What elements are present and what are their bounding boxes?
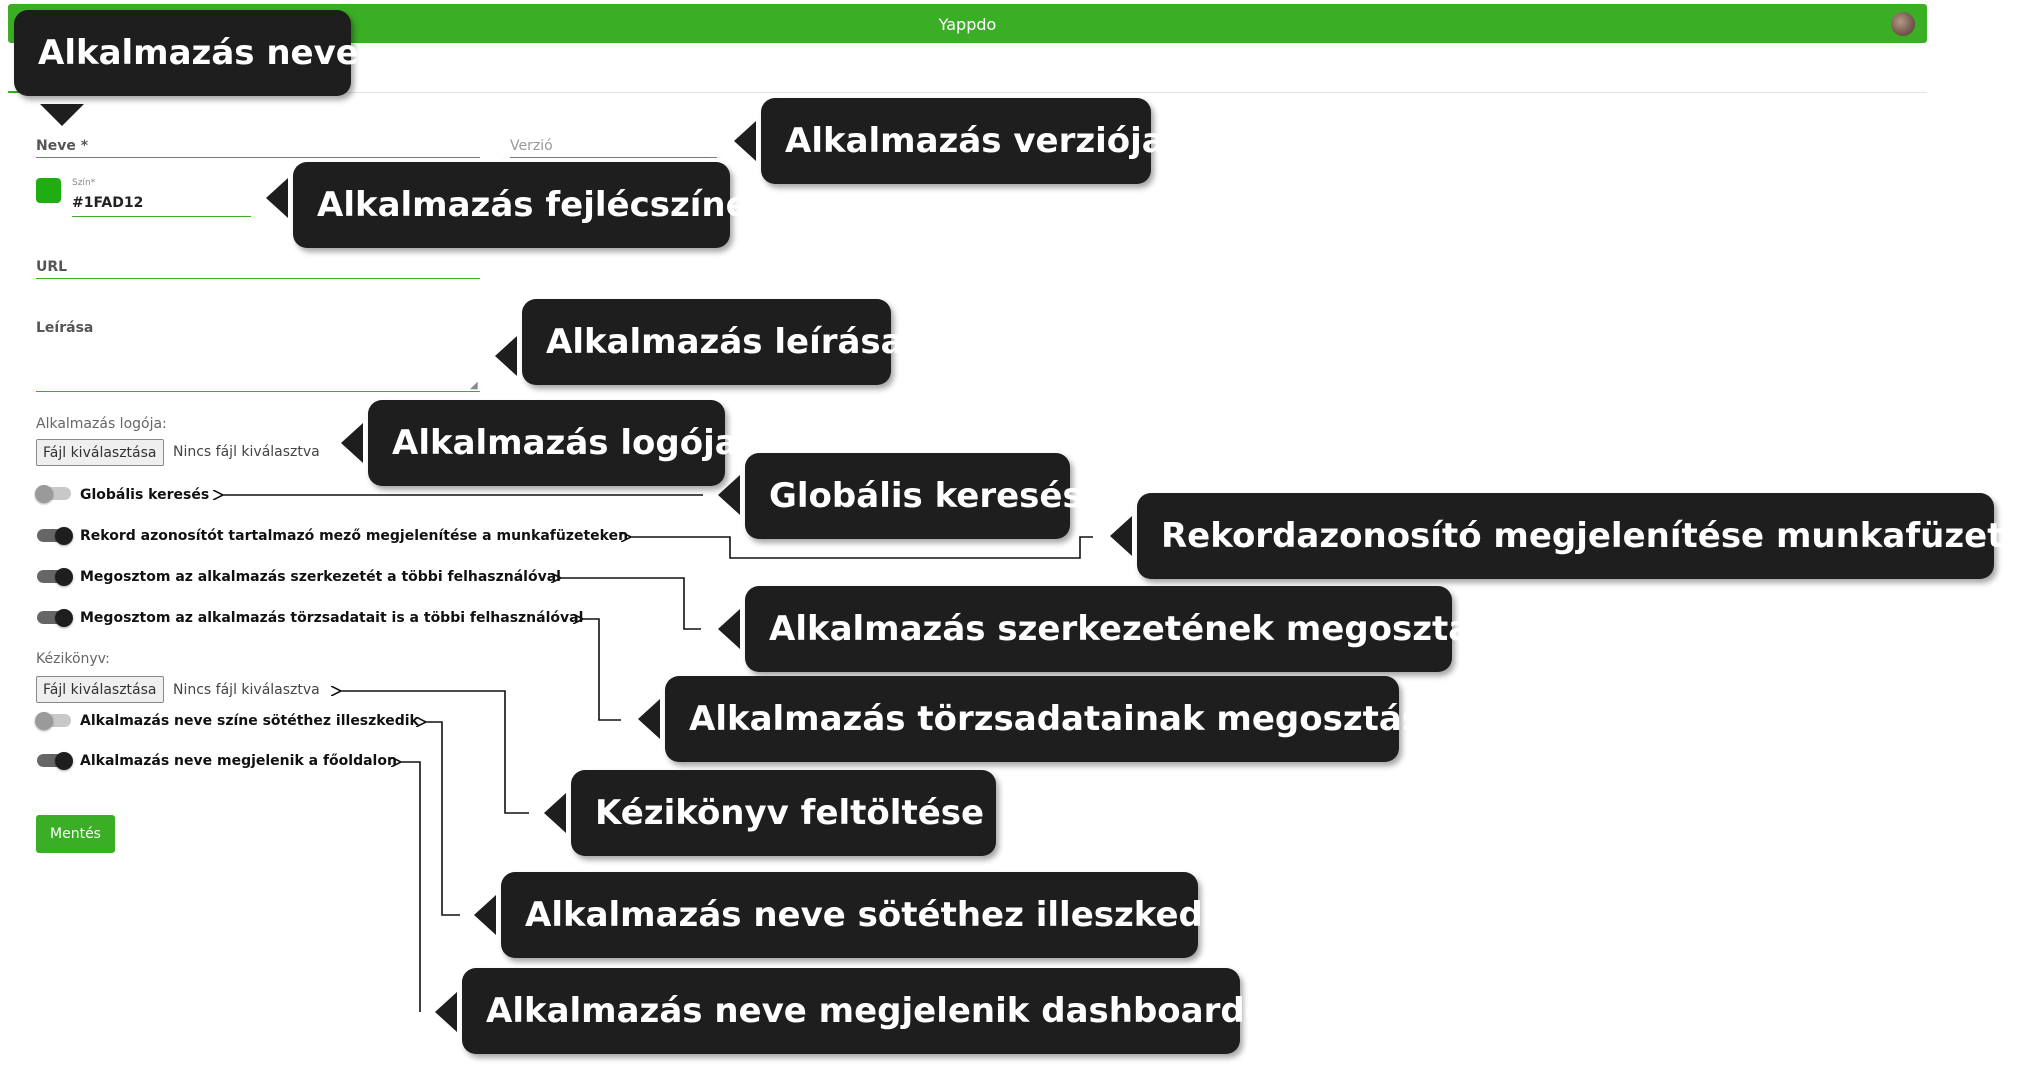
callout-record-id-text: Rekordazonosító megjelenítése munkafüzet…	[1161, 516, 2019, 556]
logo-no-file-text: Nincs fájl kiválasztva	[173, 444, 320, 460]
callout-app-version: Alkalmazás verziója	[761, 98, 1165, 184]
record-id-toggle[interactable]	[37, 527, 73, 545]
share-master-data-label: Megosztom az alkalmazás törzsadatait is …	[80, 610, 584, 626]
callout-share-structure-pointer	[718, 609, 740, 649]
callout-global-search-pointer	[718, 475, 740, 515]
arrow-name-dashboard	[400, 762, 421, 1012]
color-value: #1FAD12	[72, 195, 144, 211]
name-dashboard-toggle[interactable]	[37, 752, 73, 770]
callout-app-version-text: Alkalmazás verziója	[785, 121, 1165, 161]
callout-logo-text: Alkalmazás logója	[392, 423, 738, 463]
name-dark-toggle[interactable]	[35, 712, 73, 730]
url-input[interactable]	[36, 278, 480, 279]
callout-manual-upload-text: Kézikönyv feltöltése	[595, 793, 985, 833]
callout-name-dashboard: Alkalmazás neve megjelenik dashboardon	[462, 968, 1292, 1054]
arrow-name-dark	[425, 722, 460, 916]
name-input[interactable]	[36, 157, 480, 158]
header-divider	[8, 92, 1927, 93]
user-avatar[interactable]	[1891, 12, 1915, 36]
name-dark-label: Alkalmazás neve színe sötéthez illeszked…	[80, 713, 419, 729]
app-title: Yappdo	[938, 15, 997, 34]
callout-global-search: Globális keresés	[745, 453, 1083, 539]
callout-logo: Alkalmazás logója	[368, 400, 738, 486]
share-structure-label: Megosztom az alkalmazás szerkezetét a tö…	[80, 569, 561, 585]
callout-header-color-pointer	[266, 178, 288, 218]
callout-header-color: Alkalmazás fejlécszíne	[293, 162, 749, 248]
callout-record-id: Rekordazonosító megjelenítése munkafüzet…	[1137, 493, 2019, 579]
manual-no-file-text: Nincs fájl kiválasztva	[173, 682, 320, 698]
callout-description-pointer	[495, 336, 517, 376]
callout-name-dashboard-pointer	[435, 992, 457, 1032]
save-button[interactable]: Mentés	[36, 815, 115, 853]
global-search-toggle[interactable]	[35, 485, 73, 503]
callout-description: Alkalmazás leírása	[522, 299, 904, 385]
record-id-label: Rekord azonosítót tartalmazó mező megjel…	[80, 528, 629, 544]
url-field-label: URL	[36, 259, 68, 275]
callout-app-name-text: Alkalmazás neve	[38, 33, 359, 73]
callout-share-structure-text: Alkalmazás szerkezetének megosztása	[769, 609, 1515, 649]
logo-field-label: Alkalmazás logója:	[36, 416, 167, 432]
callout-app-name-pointer	[40, 104, 84, 126]
callout-app-name: Alkalmazás neve	[14, 10, 359, 96]
callout-manual-upload-pointer	[544, 793, 566, 833]
manual-file-button[interactable]: Fájl kiválasztása	[36, 676, 164, 703]
callout-record-id-pointer	[1110, 516, 1132, 556]
logo-file-button[interactable]: Fájl kiválasztása	[36, 439, 164, 466]
share-structure-toggle[interactable]	[37, 568, 73, 586]
global-search-label: Globális keresés	[80, 487, 210, 503]
description-textarea[interactable]	[36, 391, 480, 392]
callout-share-master-data: Alkalmazás törzsadatainak megosztása	[665, 676, 1445, 762]
callout-logo-pointer	[341, 423, 363, 463]
callout-description-text: Alkalmazás leírása	[546, 322, 904, 362]
version-field-label: Verzió	[510, 138, 553, 154]
callout-manual-upload: Kézikönyv feltöltése	[571, 770, 996, 856]
arrow-share-structure	[560, 578, 701, 630]
callout-header-color-text: Alkalmazás fejlécszíne	[317, 185, 749, 225]
callout-name-dashboard-text: Alkalmazás neve megjelenik dashboardon	[486, 991, 1293, 1031]
callout-share-master-data-text: Alkalmazás törzsadatainak megosztása	[689, 699, 1446, 739]
share-master-data-toggle[interactable]	[37, 609, 73, 627]
color-input[interactable]	[72, 216, 251, 217]
color-field-label: Szín*	[72, 178, 96, 188]
color-swatch[interactable]	[36, 178, 61, 203]
callout-global-search-text: Globális keresés	[769, 476, 1083, 516]
manual-field-label: Kézikönyv:	[36, 651, 110, 667]
resize-handle-icon[interactable]: ◢	[470, 380, 478, 391]
name-dashboard-label: Alkalmazás neve megjelenik a főoldalon	[80, 753, 397, 769]
name-field-label: Neve *	[36, 138, 89, 154]
callout-share-master-data-pointer	[638, 699, 660, 739]
arrow-share-master-data	[582, 619, 621, 721]
arrow-manual-upload	[340, 691, 529, 814]
callout-name-dark-text: Alkalmazás neve sötéthez illeszkedik	[525, 895, 1238, 935]
callout-share-structure: Alkalmazás szerkezetének megosztása	[745, 586, 1514, 672]
description-field-label: Leírása	[36, 320, 94, 336]
callout-app-version-pointer	[734, 121, 756, 161]
version-input[interactable]	[510, 157, 717, 158]
arrow-record-id	[630, 537, 1093, 559]
callout-name-dark: Alkalmazás neve sötéthez illeszkedik	[501, 872, 1237, 958]
callout-name-dark-pointer	[474, 895, 496, 935]
